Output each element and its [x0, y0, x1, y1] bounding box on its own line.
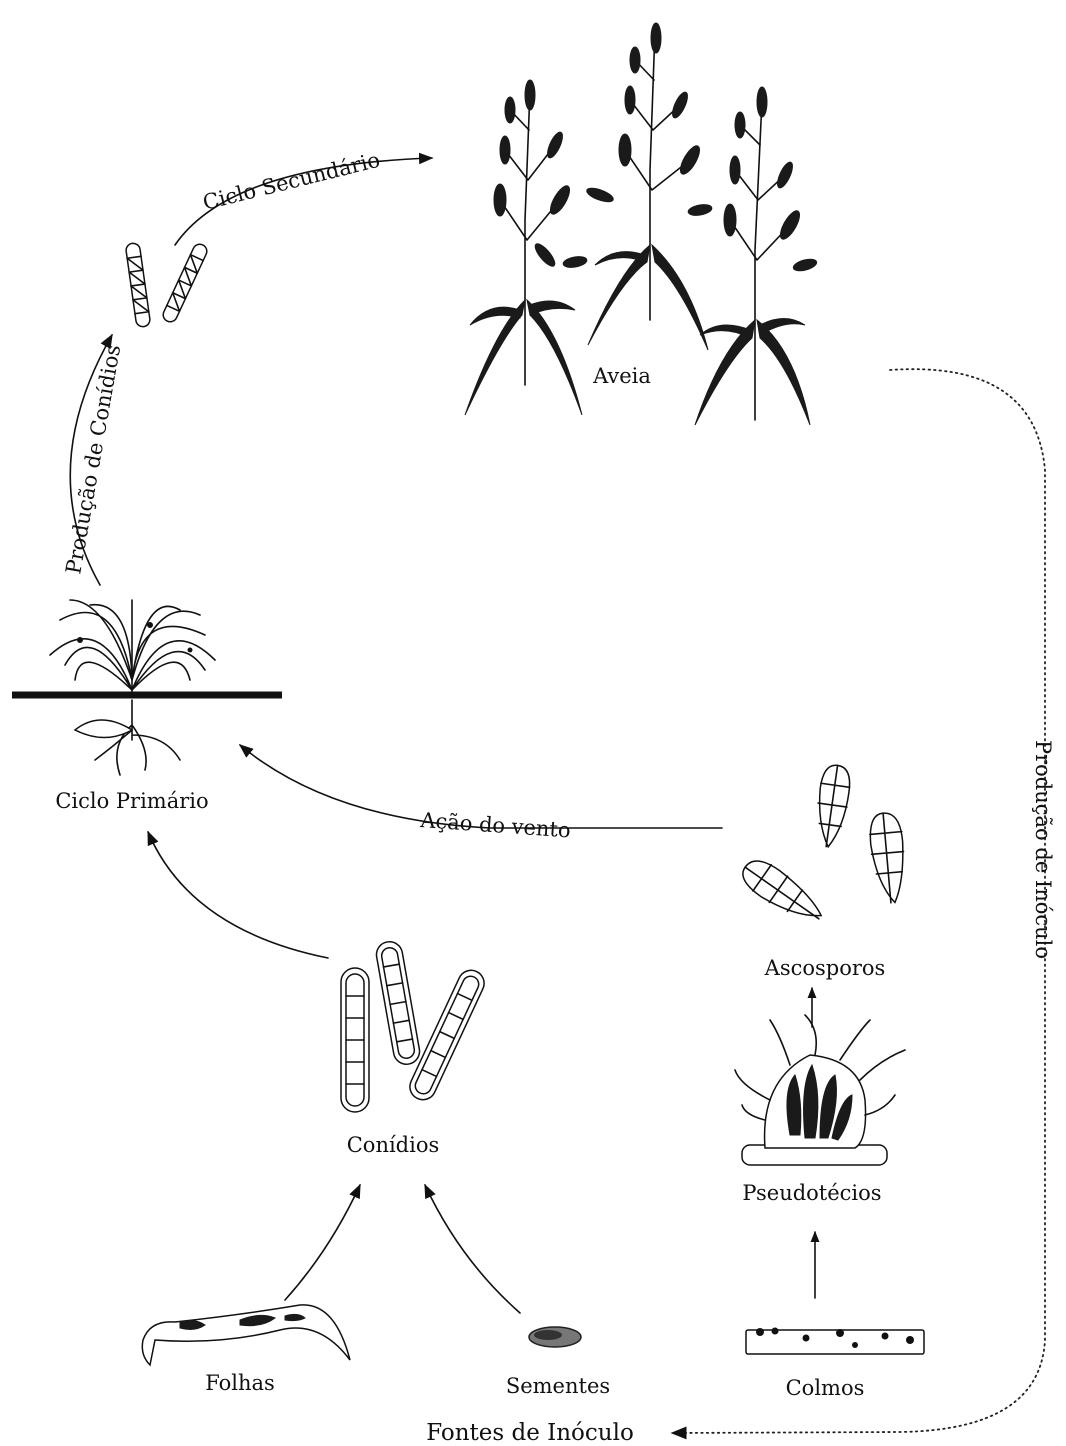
sementes-label: Sementes: [506, 1374, 610, 1398]
oat-plant-middle: [585, 23, 713, 350]
oat-plant-right: [695, 87, 818, 425]
ciclo-primario-label: Ciclo Primário: [55, 789, 208, 813]
secondary-conidia-icon: [125, 242, 209, 328]
pseudotecios-label: Pseudotécios: [742, 1181, 881, 1205]
conidios-label: Conídios: [347, 1133, 440, 1157]
aveia-label: Aveia: [592, 364, 651, 388]
conidios-to-ciclo-primario-arrow: [148, 832, 328, 958]
seed-illustration: [529, 1327, 581, 1347]
ascospores-illustration: [737, 763, 908, 931]
ascosporos-label: Ascosporos: [764, 956, 886, 980]
ciclo-secundario-label: Ciclo Secundário: [200, 148, 382, 215]
producao-inoculo-dotted-arrow: [672, 369, 1045, 1433]
sementes-to-conidios-arrow: [425, 1185, 520, 1313]
colmos-label: Colmos: [786, 1376, 865, 1400]
folhas-to-conidios-arrow: [285, 1185, 360, 1300]
producao-inoculo-label: Produção de Inóculo: [1031, 740, 1055, 959]
acao-vento-label: Ação do vento: [419, 808, 572, 843]
fontes-inoculo-label: Fontes de Inóculo: [426, 1420, 634, 1446]
pseudothecium-illustration: [735, 1015, 905, 1165]
folhas-label: Folhas: [205, 1371, 275, 1395]
oat-plant-left: [465, 80, 588, 415]
conidia-illustration: [341, 940, 488, 1112]
infected-seedling-illustration: [12, 600, 282, 775]
leaf-illustration: [142, 1305, 350, 1365]
stem-illustration: [746, 1328, 924, 1355]
